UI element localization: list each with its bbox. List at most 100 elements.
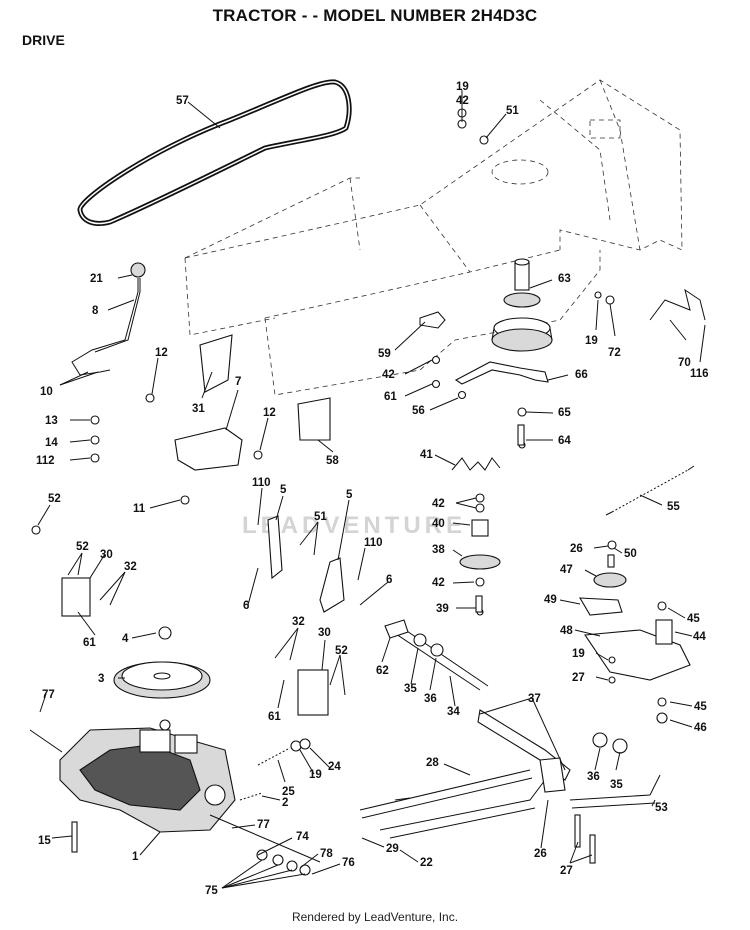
callout-64: 64: [558, 435, 571, 447]
transmission-pulley: [491, 258, 553, 352]
callout-42: 42: [456, 95, 469, 107]
callout-36: 36: [424, 693, 437, 705]
callout-28: 28: [426, 757, 439, 769]
callout-77: 77: [42, 689, 55, 701]
idler-pulley-47: [593, 572, 627, 588]
callout-6: 6: [386, 574, 392, 586]
rod-28: [359, 769, 533, 819]
callout-32: 32: [292, 616, 305, 628]
callout-15: 15: [38, 835, 51, 847]
callout-12: 12: [155, 347, 168, 359]
callout-110: 110: [252, 477, 271, 489]
callout-30: 30: [100, 549, 113, 561]
callout-75: 75: [205, 885, 218, 897]
spring-25: [257, 747, 291, 766]
pedal-rod-29: [394, 797, 411, 801]
callout-74: 74: [296, 831, 309, 843]
pulley-38: [459, 554, 501, 570]
callout-50: 50: [624, 548, 637, 560]
spring-2: [239, 792, 263, 801]
callout-78: 78: [320, 848, 333, 860]
callout-11: 11: [133, 503, 146, 515]
callout-112: 112: [36, 455, 55, 467]
callout-37: 37: [528, 693, 541, 705]
callout-31: 31: [192, 403, 205, 415]
callout-5: 5: [280, 484, 287, 496]
callout-38: 38: [432, 544, 445, 556]
callout-42: 42: [382, 369, 395, 381]
callout-32: 32: [124, 561, 137, 573]
callout-10: 10: [40, 386, 53, 398]
callout-27: 27: [572, 672, 585, 684]
callout-55: 55: [667, 501, 680, 513]
callout-44: 44: [693, 631, 706, 643]
callout-59: 59: [378, 348, 391, 360]
callout-62: 62: [376, 665, 389, 677]
bracket-59: [419, 311, 446, 329]
bracket-7: [174, 427, 243, 471]
callout-52: 52: [335, 645, 348, 657]
callout-76: 76: [342, 857, 355, 869]
callout-45: 45: [694, 701, 707, 713]
callout-7: 7: [235, 376, 241, 388]
callout-19: 19: [309, 769, 322, 781]
callout-58: 58: [326, 455, 339, 467]
callout-42: 42: [432, 498, 445, 510]
belt-guide: [454, 361, 549, 385]
rod-70: [649, 288, 706, 321]
bracket-5a: [267, 515, 283, 580]
callout-52: 52: [76, 541, 89, 553]
callout-34: 34: [447, 706, 460, 718]
callout-61: 61: [83, 637, 96, 649]
bracket-41: [451, 457, 501, 471]
rod-53: [569, 774, 661, 809]
callout-35: 35: [610, 779, 623, 791]
callout-19: 19: [572, 648, 585, 660]
bracket-49: [579, 597, 623, 616]
rod-34: [389, 624, 489, 691]
callout-72: 72: [608, 347, 621, 359]
callout-51: 51: [506, 105, 519, 117]
callout-36: 36: [587, 771, 600, 783]
callout-42: 42: [432, 577, 445, 589]
callout-26: 26: [570, 543, 583, 555]
callout-61: 61: [384, 391, 397, 403]
callout-65: 65: [558, 407, 571, 419]
callout-19: 19: [585, 335, 598, 347]
callout-47: 47: [560, 564, 573, 576]
section-label: DRIVE: [22, 32, 65, 48]
transaxle: [29, 719, 321, 863]
bracket-5b: [319, 557, 345, 613]
bracket-30b: [297, 669, 329, 716]
callout-110: 110: [364, 537, 383, 549]
callout-6: 6: [243, 600, 249, 612]
drive-belt: [77, 79, 352, 226]
callout-30: 30: [318, 627, 331, 639]
callout-5: 5: [346, 489, 353, 501]
callout-63: 63: [558, 273, 571, 285]
callout-57: 57: [176, 95, 189, 107]
callout-35: 35: [404, 683, 417, 695]
callout-39: 39: [436, 603, 449, 615]
callout-12: 12: [263, 407, 276, 419]
callout-40: 40: [432, 518, 445, 530]
callout-61: 61: [268, 711, 281, 723]
idler-arm-48: [584, 629, 691, 681]
bracket-30a: [61, 577, 91, 617]
callout-13: 13: [45, 415, 58, 427]
callout-29: 29: [386, 843, 399, 855]
callout-48: 48: [560, 625, 573, 637]
footer-credit: Rendered by LeadVenture, Inc.: [291, 910, 459, 924]
callout-66: 66: [575, 369, 588, 381]
hardware-parts: [31, 108, 668, 876]
spacer-44: [655, 619, 673, 645]
callout-41: 41: [420, 449, 433, 461]
callout-26: 26: [534, 848, 547, 860]
callout-8: 8: [92, 305, 99, 317]
shift-lever: [71, 278, 139, 376]
callout-51: 51: [314, 511, 327, 523]
callout-2: 2: [282, 797, 288, 809]
page-title: TRACTOR - - MODEL NUMBER 2H4D3C: [212, 6, 538, 25]
shield-31: [199, 334, 233, 393]
